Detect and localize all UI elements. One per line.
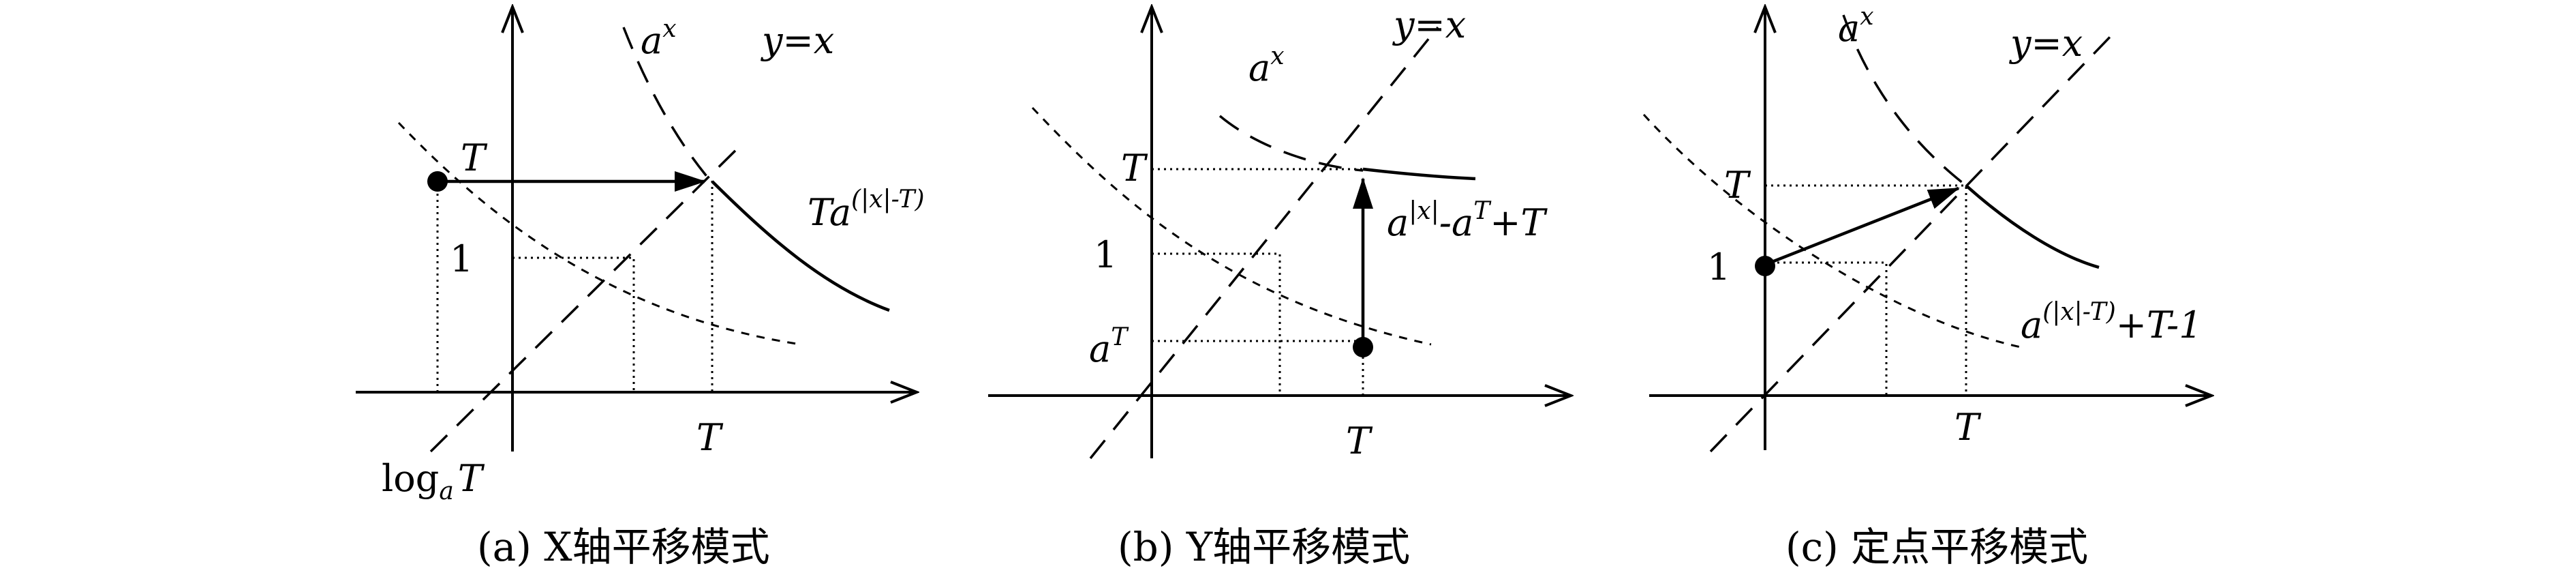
- reference-curve-a: [397, 121, 801, 346]
- guide-one-b: [1152, 252, 1281, 396]
- label-T-left-b: T: [1121, 147, 1148, 190]
- label-ax-b: ax: [1248, 42, 1285, 89]
- exp-curve-b: [1218, 115, 1364, 172]
- label-yx-c: y=x: [2009, 22, 2083, 65]
- shifted-function-curve-c: [1965, 184, 2100, 269]
- exp-curve-a: [622, 27, 714, 184]
- exp-curve-c: [1842, 14, 1967, 187]
- shifted-function-curve-b: [1362, 167, 1476, 181]
- guide-aT-b: [1152, 340, 1364, 396]
- caption-c: (c) 定点平移模式: [1785, 524, 2088, 570]
- label-T-left-c: T: [1724, 164, 1751, 207]
- label-function-c: a(|x|-T)+T-1: [2021, 298, 2203, 346]
- label-T-left-a: T: [461, 136, 488, 179]
- guide-one-a: [512, 256, 635, 392]
- identity-line-a: [429, 142, 744, 453]
- caption-b: (b) Y轴平移模式: [1118, 524, 1410, 570]
- label-one-c: 1: [1707, 246, 1730, 288]
- panel-b: ax y=x T 1 aT a|x|-aT+T T (b) Y轴平移模式: [988, 3, 1571, 570]
- label-ax-c: ax: [1838, 3, 1874, 50]
- reference-curve-c: [1642, 113, 2025, 349]
- shift-arrow-c: [1764, 186, 1960, 267]
- label-T-axis-c: T: [1954, 406, 1982, 449]
- label-function-b: a|x|-aT+T: [1387, 197, 1548, 244]
- label-aT-b: aT: [1089, 323, 1129, 370]
- label-ax-a: ax: [641, 15, 677, 62]
- identity-line-b: [1089, 26, 1439, 460]
- label-T-axis-b: T: [1346, 419, 1373, 462]
- label-one-b: 1: [1094, 233, 1117, 276]
- shifted-function-curve-a: [711, 180, 890, 312]
- label-function-a: Ta(|x|-T): [808, 186, 925, 234]
- panel-c: ax y=x T 1 a(|x|-T)+T-1 T (c) 定点平移模式: [1642, 3, 2211, 570]
- label-yx-b: y=x: [1392, 3, 1466, 46]
- label-yx-a: y=x: [761, 19, 834, 62]
- label-T-axis-a: T: [696, 416, 724, 459]
- start-point-c: [1755, 256, 1775, 276]
- label-one-a: 1: [450, 237, 473, 280]
- guide-one-c: [1765, 261, 1888, 396]
- identity-line-c: [1709, 29, 2117, 453]
- start-point-b: [1353, 337, 1373, 357]
- caption-a: (a) X轴平移模式: [477, 524, 770, 570]
- start-point-a: [427, 171, 448, 192]
- reference-curve-b: [1031, 106, 1432, 346]
